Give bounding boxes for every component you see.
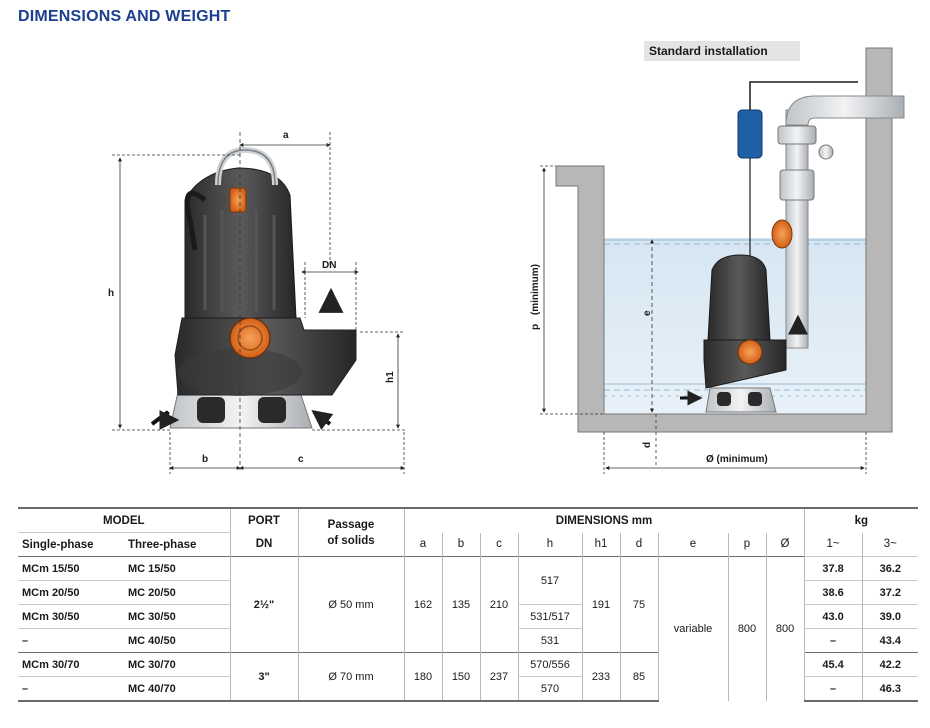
left-dimension-lines [112,132,405,474]
model-single: MCm 30/50 [18,604,124,629]
weight-three: 42.2 [861,652,919,677]
table-header-row-2: Single-phase Three-phase DN a b c h h1 d… [18,532,919,557]
dim-b-value: 150 [441,652,480,702]
header-col-d: d [619,532,658,557]
header-col-diameter: Ø [765,532,805,557]
header-passage-line2: of solids [327,534,375,547]
passage-value: Ø 70 mm [297,652,404,702]
dim-e-value: variable [657,556,728,701]
table-row: – MC 40/70 570 – 46.3 [18,676,919,702]
dimension-diagrams: a h DN h1 b c Standard installation [108,41,905,474]
dim-h-value: 531 [517,628,582,653]
dim-b-value: 135 [441,556,480,653]
weight-three: 39.0 [861,604,919,629]
model-three: MC 40/70 [124,676,230,702]
model-single: MCm 15/50 [18,556,124,581]
header-single-phase: Single-phase [22,538,94,551]
weight-three: 37.2 [861,580,919,605]
page-title: DIMENSIONS AND WEIGHT [18,8,231,25]
model-three: MC 30/50 [124,604,230,629]
dim-label-dn: DN [322,260,336,271]
weight-three: 43.4 [861,628,919,653]
model-single: – [22,634,29,647]
header-col-h1: h1 [581,532,620,557]
header-kg-single: 1~ [803,532,863,557]
dim-label-diameter: Ø (minimum) [706,454,768,465]
model-single: MCm 20/50 [18,580,124,605]
header-kg: kg [803,507,919,533]
table-header-row-1: MODEL PORT Passage of solids DIMENSIONS … [18,507,919,557]
dim-diameter-value: 800 [765,556,805,701]
dim-label-c: c [298,454,304,465]
model-three: MC 30/70 [124,652,230,677]
table-row: MCm 30/70 MC 30/70 3" Ø 70 mm 180 150 23… [18,652,919,702]
model-three: MC 20/50 [124,580,230,605]
dim-h-value: 517 [517,556,582,605]
header-passage-line1: Passage [327,518,375,531]
table-row: MCm 20/50 MC 20/50 38.6 37.2 [18,580,919,605]
table-row: MCm 30/50 MC 30/50 531/517 43.0 39.0 [18,604,919,629]
dim-c-value: 237 [479,652,518,702]
header-col-h: h [517,532,582,557]
header-col-p: p [727,532,766,557]
port-value: 2½" [229,556,298,653]
dim-label-h: h [108,288,114,299]
weight-single: 37.8 [803,556,863,581]
model-single: – [18,676,124,702]
dim-h-value: 570 [517,676,582,702]
pit-installation-view [555,47,905,433]
dim-d-value: 85 [619,652,658,702]
header-passage: Passage of solids [297,507,404,557]
table-row: – MC 40/50 531 – 43.4 [18,628,919,653]
installation-caption-box [644,41,800,61]
model-three: MC 15/50 [124,556,230,581]
installation-caption: Standard installation [649,44,768,58]
dim-label-p-note: (minimum) [530,264,541,315]
weight-single: 45.4 [803,652,863,677]
dim-label-d: d [642,442,653,448]
weight-single: – [803,676,863,702]
dim-label-p-letter: p [530,324,541,330]
weight-single: 38.6 [803,580,863,605]
model-single: MCm 30/70 [18,652,124,677]
header-col-b: b [441,532,480,557]
header-three-phase: Three-phase [128,538,197,551]
dim-label-a: a [283,130,289,141]
header-col-a: a [403,532,442,557]
dim-a-value: 162 [403,556,442,653]
port-value: 3" [229,652,298,702]
weight-three: 36.2 [861,556,919,581]
header-port: PORT [229,507,298,533]
weight-single: – [803,628,863,653]
pump-side-view [150,146,357,430]
dim-d-value: 75 [619,556,658,653]
dim-label-p: p (minimum) [530,264,541,330]
dim-h1-value: 233 [581,652,620,702]
dim-p-value: 800 [727,556,766,701]
dimensions-table: MODEL PORT Passage of solids DIMENSIONS … [18,507,919,702]
table-row: MCm 15/50 MC 15/50 2½" Ø 50 mm 162 135 2… [18,556,919,701]
header-col-c: c [479,532,518,557]
dim-label-h1: h1 [385,371,396,383]
weight-three: 46.3 [861,676,919,702]
dim-label-b: b [202,454,208,465]
dim-h-value: 570/556 [517,652,582,677]
model-three: MC 40/50 [128,634,176,647]
dim-h1-value: 191 [581,556,620,653]
dim-a-value: 180 [403,652,442,702]
header-kg-three: 3~ [861,532,919,557]
header-port-dn: DN [229,532,298,557]
header-col-e: e [657,532,728,557]
right-dimension-lines [540,165,867,474]
passage-value: Ø 50 mm [297,556,404,653]
weight-single: 43.0 [803,604,863,629]
dim-c-value: 210 [479,556,518,653]
header-model: MODEL [18,507,230,533]
header-dimensions: DIMENSIONS mm [403,507,805,533]
dim-h-value: 531/517 [517,604,582,629]
dim-label-e: e [642,310,653,316]
